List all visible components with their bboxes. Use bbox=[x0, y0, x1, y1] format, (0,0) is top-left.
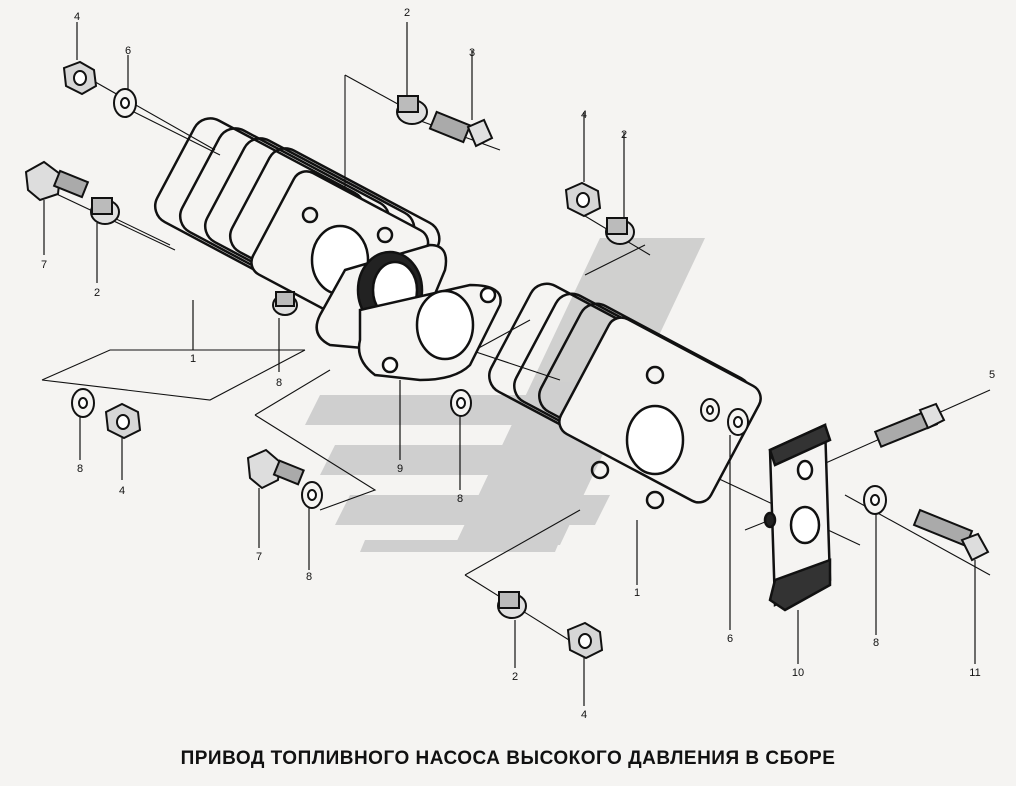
callout-5: 5 bbox=[989, 369, 995, 381]
callout-2-right: 2 bbox=[621, 129, 627, 141]
callout-4-bottom: 4 bbox=[581, 709, 587, 721]
exploded-assembly-drawing: 4 6 2 3 4 2 7 2 1 8 8 4 9 8 7 8 1 2 4 6 … bbox=[24, 7, 995, 721]
callout-9: 9 bbox=[397, 463, 403, 475]
callout-11: 11 bbox=[969, 667, 980, 679]
bolts bbox=[24, 110, 990, 562]
callout-8-lower-left: 8 bbox=[77, 463, 83, 475]
callout-6-top-left: 6 bbox=[125, 45, 131, 57]
callout-6-right: 6 bbox=[727, 633, 733, 645]
callout-stems bbox=[43, 22, 976, 706]
flange-nuts bbox=[90, 95, 635, 619]
drive-plate bbox=[763, 423, 832, 612]
callout-7-left: 7 bbox=[41, 259, 47, 271]
callout-4-right: 4 bbox=[581, 109, 587, 121]
callout-8-center-left: 8 bbox=[276, 377, 282, 389]
callout-2-bottom: 2 bbox=[512, 671, 518, 683]
hex-nuts bbox=[62, 60, 604, 660]
callout-8-lower: 8 bbox=[306, 571, 312, 583]
callout-labels: 4 6 2 3 4 2 7 2 1 8 8 4 9 8 7 8 1 2 4 6 … bbox=[41, 7, 995, 721]
callout-4-top-left: 4 bbox=[74, 11, 80, 23]
callout-1-left: 1 bbox=[190, 353, 196, 365]
leader-lines bbox=[41, 74, 991, 651]
washers bbox=[71, 88, 887, 515]
callout-2-left: 2 bbox=[94, 287, 100, 299]
callout-3: 3 bbox=[469, 47, 475, 59]
callout-10: 10 bbox=[792, 667, 804, 679]
gasket-stack-right bbox=[488, 282, 762, 510]
callout-7-lower: 7 bbox=[256, 551, 262, 563]
callout-2-top: 2 bbox=[404, 7, 410, 19]
callout-8-right: 8 bbox=[873, 637, 879, 649]
diagram-caption: ПРИВОД ТОПЛИВНОГО НАСОСА ВЫСОКОГО ДАВЛЕН… bbox=[180, 748, 836, 769]
callout-4-lower-left: 4 bbox=[119, 485, 125, 497]
callout-1-right: 1 bbox=[634, 587, 640, 599]
flange-sleeve bbox=[315, 243, 502, 382]
callout-8-center: 8 bbox=[457, 493, 463, 505]
